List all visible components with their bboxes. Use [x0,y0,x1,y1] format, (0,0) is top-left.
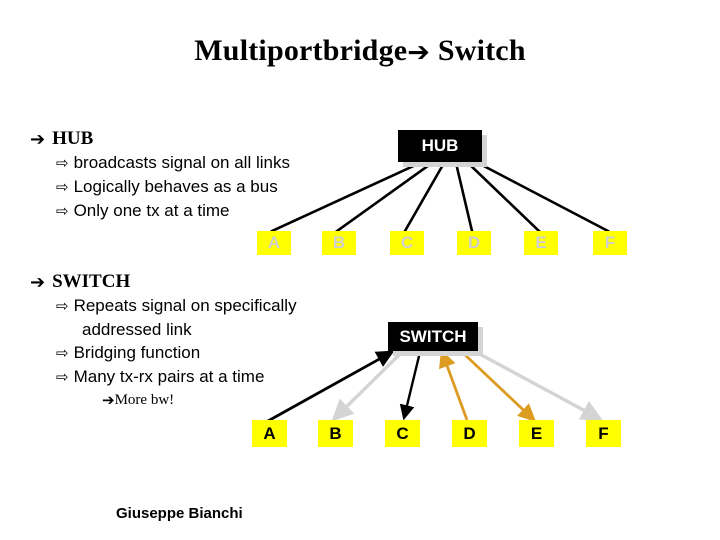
list-item: ⇨broadcasts signal on all links [56,151,290,175]
pointing-arrow-icon: ⇨ [56,368,69,386]
switch-node-c-label: C [396,423,409,443]
title-tail-text: Switch [430,34,526,67]
hub-node-e[interactable]: E [524,231,558,255]
list-item: ⇨Repeats signal on specifically [56,294,297,318]
section-switch-heading-label: SWITCH [52,271,131,292]
switch-node-e-label: E [530,423,543,443]
hub-node-f[interactable]: F [593,231,627,255]
hub-node-c[interactable]: C [390,231,424,255]
hub-node-d-label: D [467,233,481,252]
switch-node-a[interactable]: A [252,420,287,447]
list-item-label: Many tx-rx pairs at a time [73,367,265,386]
hub-link-a [270,161,422,233]
hub-link-e [466,161,541,233]
list-item-label: Bridging function [73,343,201,362]
hub-device-box[interactable]: HUB [398,130,482,162]
switch-link-e [461,350,537,422]
hub-node-a-label: A [267,233,281,252]
switch-node-d[interactable]: D [452,420,487,447]
hub-node-b-label: B [332,233,346,252]
switch-link-b [331,350,404,422]
switch-node-d-label: D [463,423,476,443]
hub-link-d [454,161,474,233]
switch-link-d [439,349,469,421]
switch-node-b[interactable]: B [318,420,353,447]
arrow-right-icon: ➔ [102,391,115,409]
arrow-right-icon: ➔ [407,37,431,68]
hub-node-d[interactable]: D [457,231,491,255]
switch-link-c [399,351,422,421]
switch-node-b-label: B [329,423,342,443]
switch-device-label: SWITCH [399,326,467,346]
hub-node-b[interactable]: B [322,231,356,255]
switch-node-e[interactable]: E [519,420,554,447]
section-hub-text: ➔HUB ⇨broadcasts signal on all links ⇨Lo… [30,128,290,223]
title-main-text: Multiportbridge [194,34,408,67]
hub-link-f [476,161,610,233]
footer [0,498,720,528]
list-item-continuation: addressed link [82,320,192,339]
list-item: ⇨Bridging function [56,341,297,365]
switch-device-box[interactable]: SWITCH [388,322,478,351]
arrow-right-icon: ➔ [30,129,46,150]
switch-node-c[interactable]: C [385,420,420,447]
list-item-label: Logically behaves as a bus [73,177,278,196]
hub-node-a[interactable]: A [257,231,291,255]
pointing-arrow-icon: ⇨ [56,202,69,220]
switch-node-f[interactable]: F [586,420,621,447]
hub-node-c-label: C [400,233,414,252]
sub-note: ➔More bw! [102,389,297,411]
list-item-label: Only one tx at a time [73,201,230,220]
hub-node-f-label: F [604,233,616,252]
list-item: ⇨Only one tx at a time [56,199,290,223]
section-hub-heading-label: HUB [52,128,94,149]
section-hub-heading: ➔ HUB [30,128,290,151]
pointing-arrow-icon: ⇨ [56,297,69,315]
pointing-arrow-icon: ⇨ [56,154,69,172]
list-item: ⇨Logically behaves as a bus [56,175,290,199]
footer-author: Giuseppe Bianchi [116,505,243,522]
page-title: Multiportbridge➔ Switch [0,34,720,68]
list-item-label: Repeats signal on specifically [73,296,297,315]
hub-link-c [403,161,446,233]
pointing-arrow-icon: ⇨ [56,344,69,362]
section-switch-heading: ➔ SWITCH [30,271,297,294]
sub-note-label: More bw! [114,392,175,408]
list-item: ⇨Many tx-rx pairs at a time [56,365,297,389]
hub-link-b [335,161,434,233]
switch-node-f-label: F [598,423,609,443]
switch-link-f [475,350,603,421]
hub-device-label: HUB [421,136,459,155]
list-item-label: broadcasts signal on all links [73,153,290,172]
section-switch-text: ➔SWITCH ⇨Repeats signal on specifically … [30,271,297,411]
arrow-right-icon: ➔ [30,272,46,293]
hub-node-e-label: E [535,233,547,252]
pointing-arrow-icon: ⇨ [56,178,69,196]
switch-node-a-label: A [263,423,276,443]
